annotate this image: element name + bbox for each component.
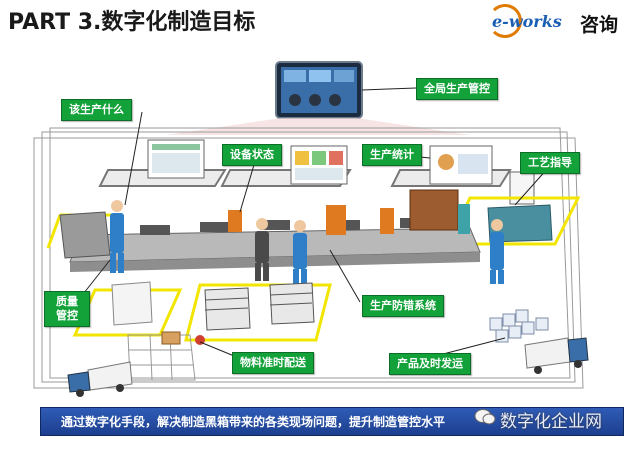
control-room-monitor xyxy=(275,61,363,119)
wechat-icon xyxy=(474,409,496,425)
logo-cn-text: 咨询 xyxy=(580,14,619,36)
label-error-proofing: 生产防错系统 xyxy=(362,295,444,317)
eworks-logo: e-works 咨询 xyxy=(488,4,636,42)
truck-right xyxy=(524,337,589,374)
footer-text: 通过数字化手段，解决制造黑箱带来的各类现场问题，提升制造管控水平 xyxy=(61,415,446,429)
storage-rack xyxy=(127,331,205,381)
label-what-to-produce: 该生产什么 xyxy=(61,99,132,121)
truck-left xyxy=(67,361,133,397)
label-quality-control: 质量管控 xyxy=(44,291,90,327)
label-product-shipping: 产品及时发运 xyxy=(389,353,471,375)
workers xyxy=(110,200,504,285)
material-carts xyxy=(111,281,315,331)
logo-swoosh-icon xyxy=(488,4,522,38)
footer-banner: 通过数字化手段，解决制造黑箱带来的各类现场问题，提升制造管控水平 xyxy=(40,407,624,436)
watermark-text: 数字化企业网 xyxy=(500,412,602,432)
gantry-screens xyxy=(147,139,535,205)
label-production-stats: 生产统计 xyxy=(362,144,422,166)
logo-text: e-works xyxy=(492,12,562,31)
label-process-guidance: 工艺指导 xyxy=(520,152,580,174)
machinery xyxy=(59,189,553,259)
page-title: PART 3.数字化制造目标 xyxy=(8,10,256,35)
label-material-delivery: 物料准时配送 xyxy=(232,352,314,374)
label-equipment-status: 设备状态 xyxy=(222,144,282,166)
product-boxes xyxy=(489,309,549,343)
projection-beam xyxy=(166,118,470,135)
label-global-control: 全局生产管控 xyxy=(416,78,498,100)
